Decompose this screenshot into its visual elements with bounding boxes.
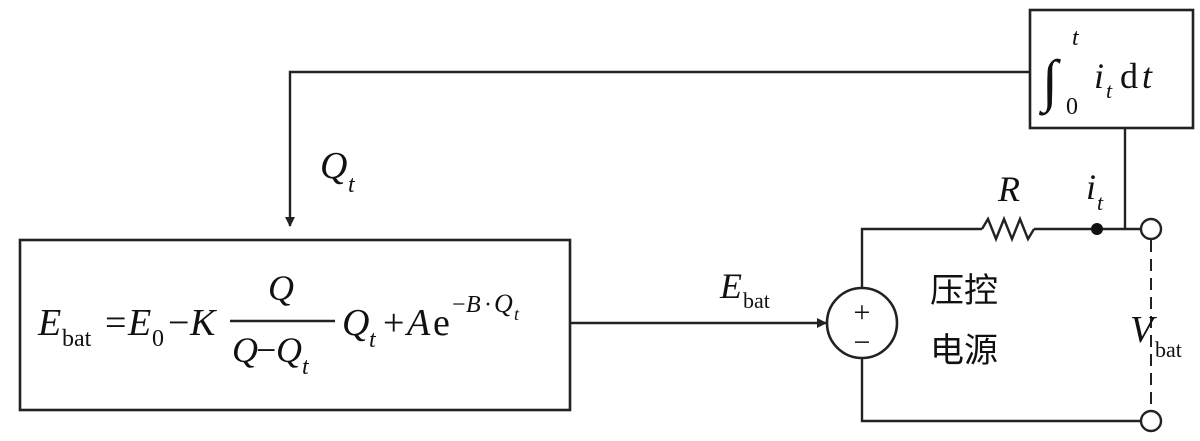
eq-exp-q-sub: t: [514, 304, 520, 324]
feedback-label-sub: t: [348, 172, 356, 198]
eq-lhs-sub: bat: [62, 326, 92, 352]
current-label-var: i: [1086, 167, 1096, 207]
source-label-line1: 压控: [930, 271, 998, 311]
eq-frac-den-q: Q: [232, 330, 258, 370]
current-label: i t: [1086, 167, 1104, 215]
differential-d: d: [1120, 56, 1138, 96]
source-minus: −: [854, 326, 871, 359]
eq-exp-dot: ·: [484, 292, 492, 318]
resistor-label: R: [997, 169, 1020, 209]
terminal-top: [1139, 217, 1163, 241]
integral-sign: ∫: [1038, 48, 1061, 116]
terminal-voltage-label: V bat: [1130, 309, 1182, 362]
integrand-subscript: t: [1106, 78, 1113, 103]
source-label-line2: 电源: [930, 331, 998, 371]
integrator-block: [1028, 8, 1195, 130]
eq-equals: =: [105, 302, 126, 344]
eq-frac-den-minus: −: [256, 330, 276, 370]
eq-exp-q: Q: [494, 289, 513, 318]
terminal-bottom: [1139, 409, 1163, 433]
resistor-symbol: [980, 215, 1036, 243]
eq-frac-den-qt-sub: t: [302, 354, 310, 380]
output-label-var: E: [719, 266, 742, 306]
eq-k: K: [189, 302, 217, 344]
top-wire-left: [860, 227, 982, 288]
bottom-wire: [860, 358, 1141, 423]
eq-qt-var: Q: [342, 302, 369, 344]
integral-lower-limit: 0: [1066, 94, 1078, 120]
eq-exp-base: e: [433, 302, 450, 344]
output-label: E bat: [719, 266, 770, 313]
current-node-dot: [1091, 223, 1103, 235]
eq-lhs-var: E: [37, 302, 61, 344]
eq-e0-sub: 0: [152, 326, 164, 352]
battery-voltage-equation: E bat = E 0 − K Q Q − Q t Q t + A e − B …: [37, 268, 520, 380]
eq-frac-den-qt-var: Q: [276, 330, 302, 370]
equation-block: [18, 238, 572, 412]
feedback-label-var: Q: [320, 145, 347, 187]
eq-qt-sub: t: [369, 327, 377, 353]
eq-exp-b: B: [466, 292, 481, 318]
eq-exp-minus: −: [452, 292, 466, 318]
terminal-voltage-var: V: [1130, 309, 1157, 351]
eq-plus: +: [383, 302, 404, 344]
current-label-sub: t: [1097, 190, 1104, 215]
feedback-label: Q t: [320, 145, 356, 198]
integrand-variable: i: [1094, 56, 1104, 96]
source-plus: +: [854, 296, 871, 329]
eq-a: A: [404, 302, 431, 344]
eq-minus-1: −: [168, 302, 189, 344]
feedback-wire: [285, 70, 1030, 227]
differential-variable: t: [1142, 56, 1153, 96]
eq-frac-numerator: Q: [268, 268, 294, 308]
eq-e0-var: E: [127, 302, 151, 344]
terminal-voltage-sub: bat: [1155, 337, 1182, 362]
integral-upper-limit: t: [1072, 25, 1080, 51]
output-label-sub: bat: [743, 288, 770, 313]
integrator-expression: ∫ t 0 i t d t: [1038, 25, 1153, 120]
